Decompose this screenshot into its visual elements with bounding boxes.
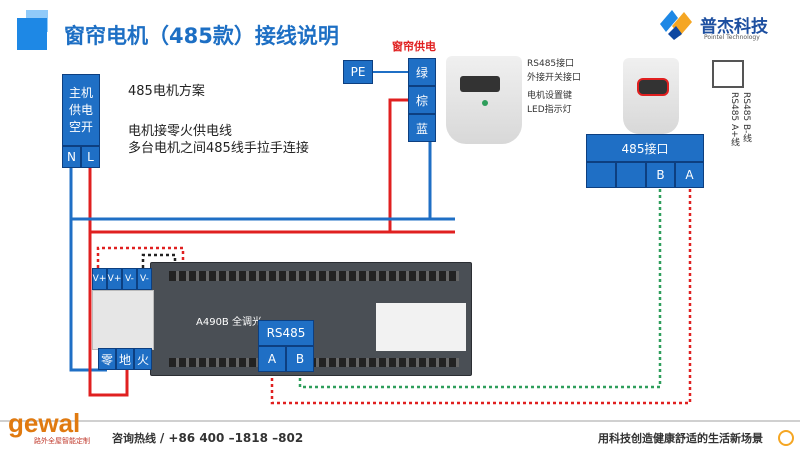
hotline: 咨询热线 / +86 400 –1818 –802	[112, 430, 303, 446]
desc-line-1: 电机接零火供电线	[128, 124, 233, 139]
rs485-a-label: RS485 A+线	[729, 92, 739, 147]
label-rs485-port: RS485接口	[527, 59, 575, 69]
label-switch-port: 外接开关接口	[527, 73, 582, 83]
wire-brown: 棕	[408, 86, 436, 114]
label-setting-key: 电机设置键	[527, 91, 573, 101]
footer-divider	[0, 420, 800, 422]
header-accent	[17, 18, 47, 50]
main-switch: 主机供电空开	[62, 74, 100, 146]
controller-model: A490B 全调光	[196, 317, 262, 328]
curtain-power-title: 窗帘供电	[392, 40, 436, 53]
dc-red-dotted	[96, 246, 185, 272]
logo-name: 普杰科技	[700, 17, 768, 37]
motor-image-2	[623, 58, 679, 134]
rs485-a-wire	[298, 186, 662, 389]
dc-v-plus-1: V+	[92, 268, 107, 290]
logo-icon	[658, 8, 694, 42]
slogan: 用科技创造健康舒适的生活新场景	[598, 432, 763, 445]
port485-slot-2	[616, 162, 646, 188]
label-led: LED指示灯	[527, 105, 572, 115]
bulb-icon	[778, 430, 794, 446]
main-switch-label: 主机供电空开	[68, 85, 93, 134]
rs485-b-wire	[270, 186, 692, 405]
desc-line-2: 多台电机之间485线手拉手连接	[128, 141, 309, 156]
port485-b: B	[646, 162, 675, 188]
port485-slot-1	[586, 162, 616, 188]
psu-body	[92, 290, 154, 350]
controller-neutral	[69, 219, 107, 372]
wire-blue: 蓝	[408, 114, 436, 142]
mains-live: 火	[134, 348, 152, 370]
dc-black-dotted	[141, 253, 177, 272]
mains-neutral: 零	[98, 348, 116, 370]
controller-rs485-b: B	[286, 346, 314, 372]
port485-title: 485接口	[586, 134, 704, 162]
dc-v-minus-2: V-	[137, 268, 152, 290]
terminal-n: N	[62, 146, 81, 168]
motor-image-1	[446, 56, 522, 144]
brand-sub: 路外全屋智能定制	[34, 437, 90, 445]
dc-v-minus-1: V-	[122, 268, 137, 290]
wire-green: 绿	[408, 58, 436, 86]
controller-live	[88, 232, 129, 397]
page-title: 窗帘电机（485款）接线说明	[64, 24, 339, 48]
rj45-icon	[712, 60, 744, 88]
logo-sub: Pointel Technology	[704, 34, 760, 41]
pe-terminal: PE	[343, 60, 373, 84]
scheme-title: 485电机方案	[128, 84, 205, 99]
mains-ground: 地	[116, 348, 134, 370]
brand-logo: gewal	[8, 408, 81, 438]
controller-rs485-a: A	[258, 346, 286, 372]
dc-v-plus-2: V+	[107, 268, 122, 290]
hotline-label: 咨询热线	[112, 432, 156, 445]
rs485-b-label: RS485 B-线	[741, 92, 751, 143]
terminal-l: L	[81, 146, 100, 168]
port485-a: A	[675, 162, 704, 188]
controller-rs485: RS485	[258, 320, 314, 346]
hotline-number: / +86 400 –1818 –802	[159, 431, 304, 445]
